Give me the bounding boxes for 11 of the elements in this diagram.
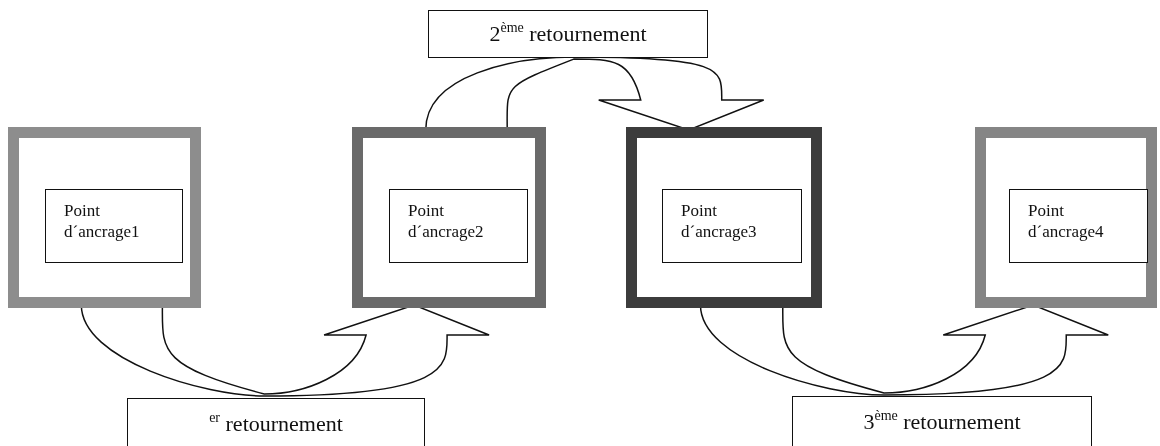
anchor-point-box: Point d´ancrage2 bbox=[389, 189, 528, 263]
edge-label: $^{er}$ retournement bbox=[127, 398, 425, 446]
frame-box bbox=[8, 127, 201, 308]
anchor-point-box: Point d´ancrage1 bbox=[45, 189, 183, 263]
edge-label: 3$^{ème}$ retournement bbox=[792, 396, 1092, 446]
frame-box bbox=[626, 127, 822, 308]
frame-box bbox=[975, 127, 1157, 308]
frame-box bbox=[352, 127, 546, 308]
anchor-point-box: Point d´ancrage3 bbox=[662, 189, 802, 263]
edge-label: 2$^{ème}$ retournement bbox=[428, 10, 708, 58]
anchor-point-box: Point d´ancrage4 bbox=[1009, 189, 1148, 263]
